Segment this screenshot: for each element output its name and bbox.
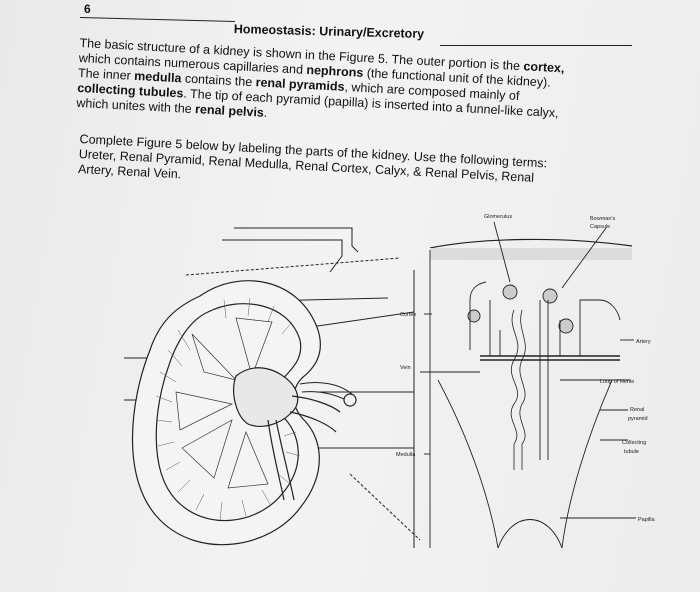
label-vein: Vein: [400, 365, 411, 371]
label-line-1[interactable]: [234, 227, 359, 253]
label-loop-of-henle: Loop of Henle: [600, 379, 634, 385]
label-cortex: Cortex: [400, 312, 416, 318]
label-artery: Artery: [636, 339, 651, 345]
label-line-10[interactable]: [349, 473, 421, 541]
label-bowmans-1: Bowman's: [590, 216, 615, 222]
kidney-drawing: [131, 280, 357, 546]
nephron-diagram: [420, 221, 636, 549]
label-renal-1: Renal: [630, 407, 644, 413]
label-line-2[interactable]: [222, 239, 343, 273]
label-medulla: Medulla: [396, 452, 416, 458]
label-glomerulus: Glomerulus: [484, 214, 512, 220]
label-papilla: Papilla: [638, 517, 655, 523]
label-bowmans-2: Capsule: [590, 224, 610, 230]
label-collecting-2: tubule: [624, 449, 639, 455]
page-number: 6: [84, 2, 91, 16]
label-collecting-1: Collecting: [622, 440, 646, 446]
header-rule-right: [440, 45, 632, 46]
label-line-3[interactable]: [185, 257, 401, 276]
label-renal-2: pyramid: [628, 416, 648, 422]
